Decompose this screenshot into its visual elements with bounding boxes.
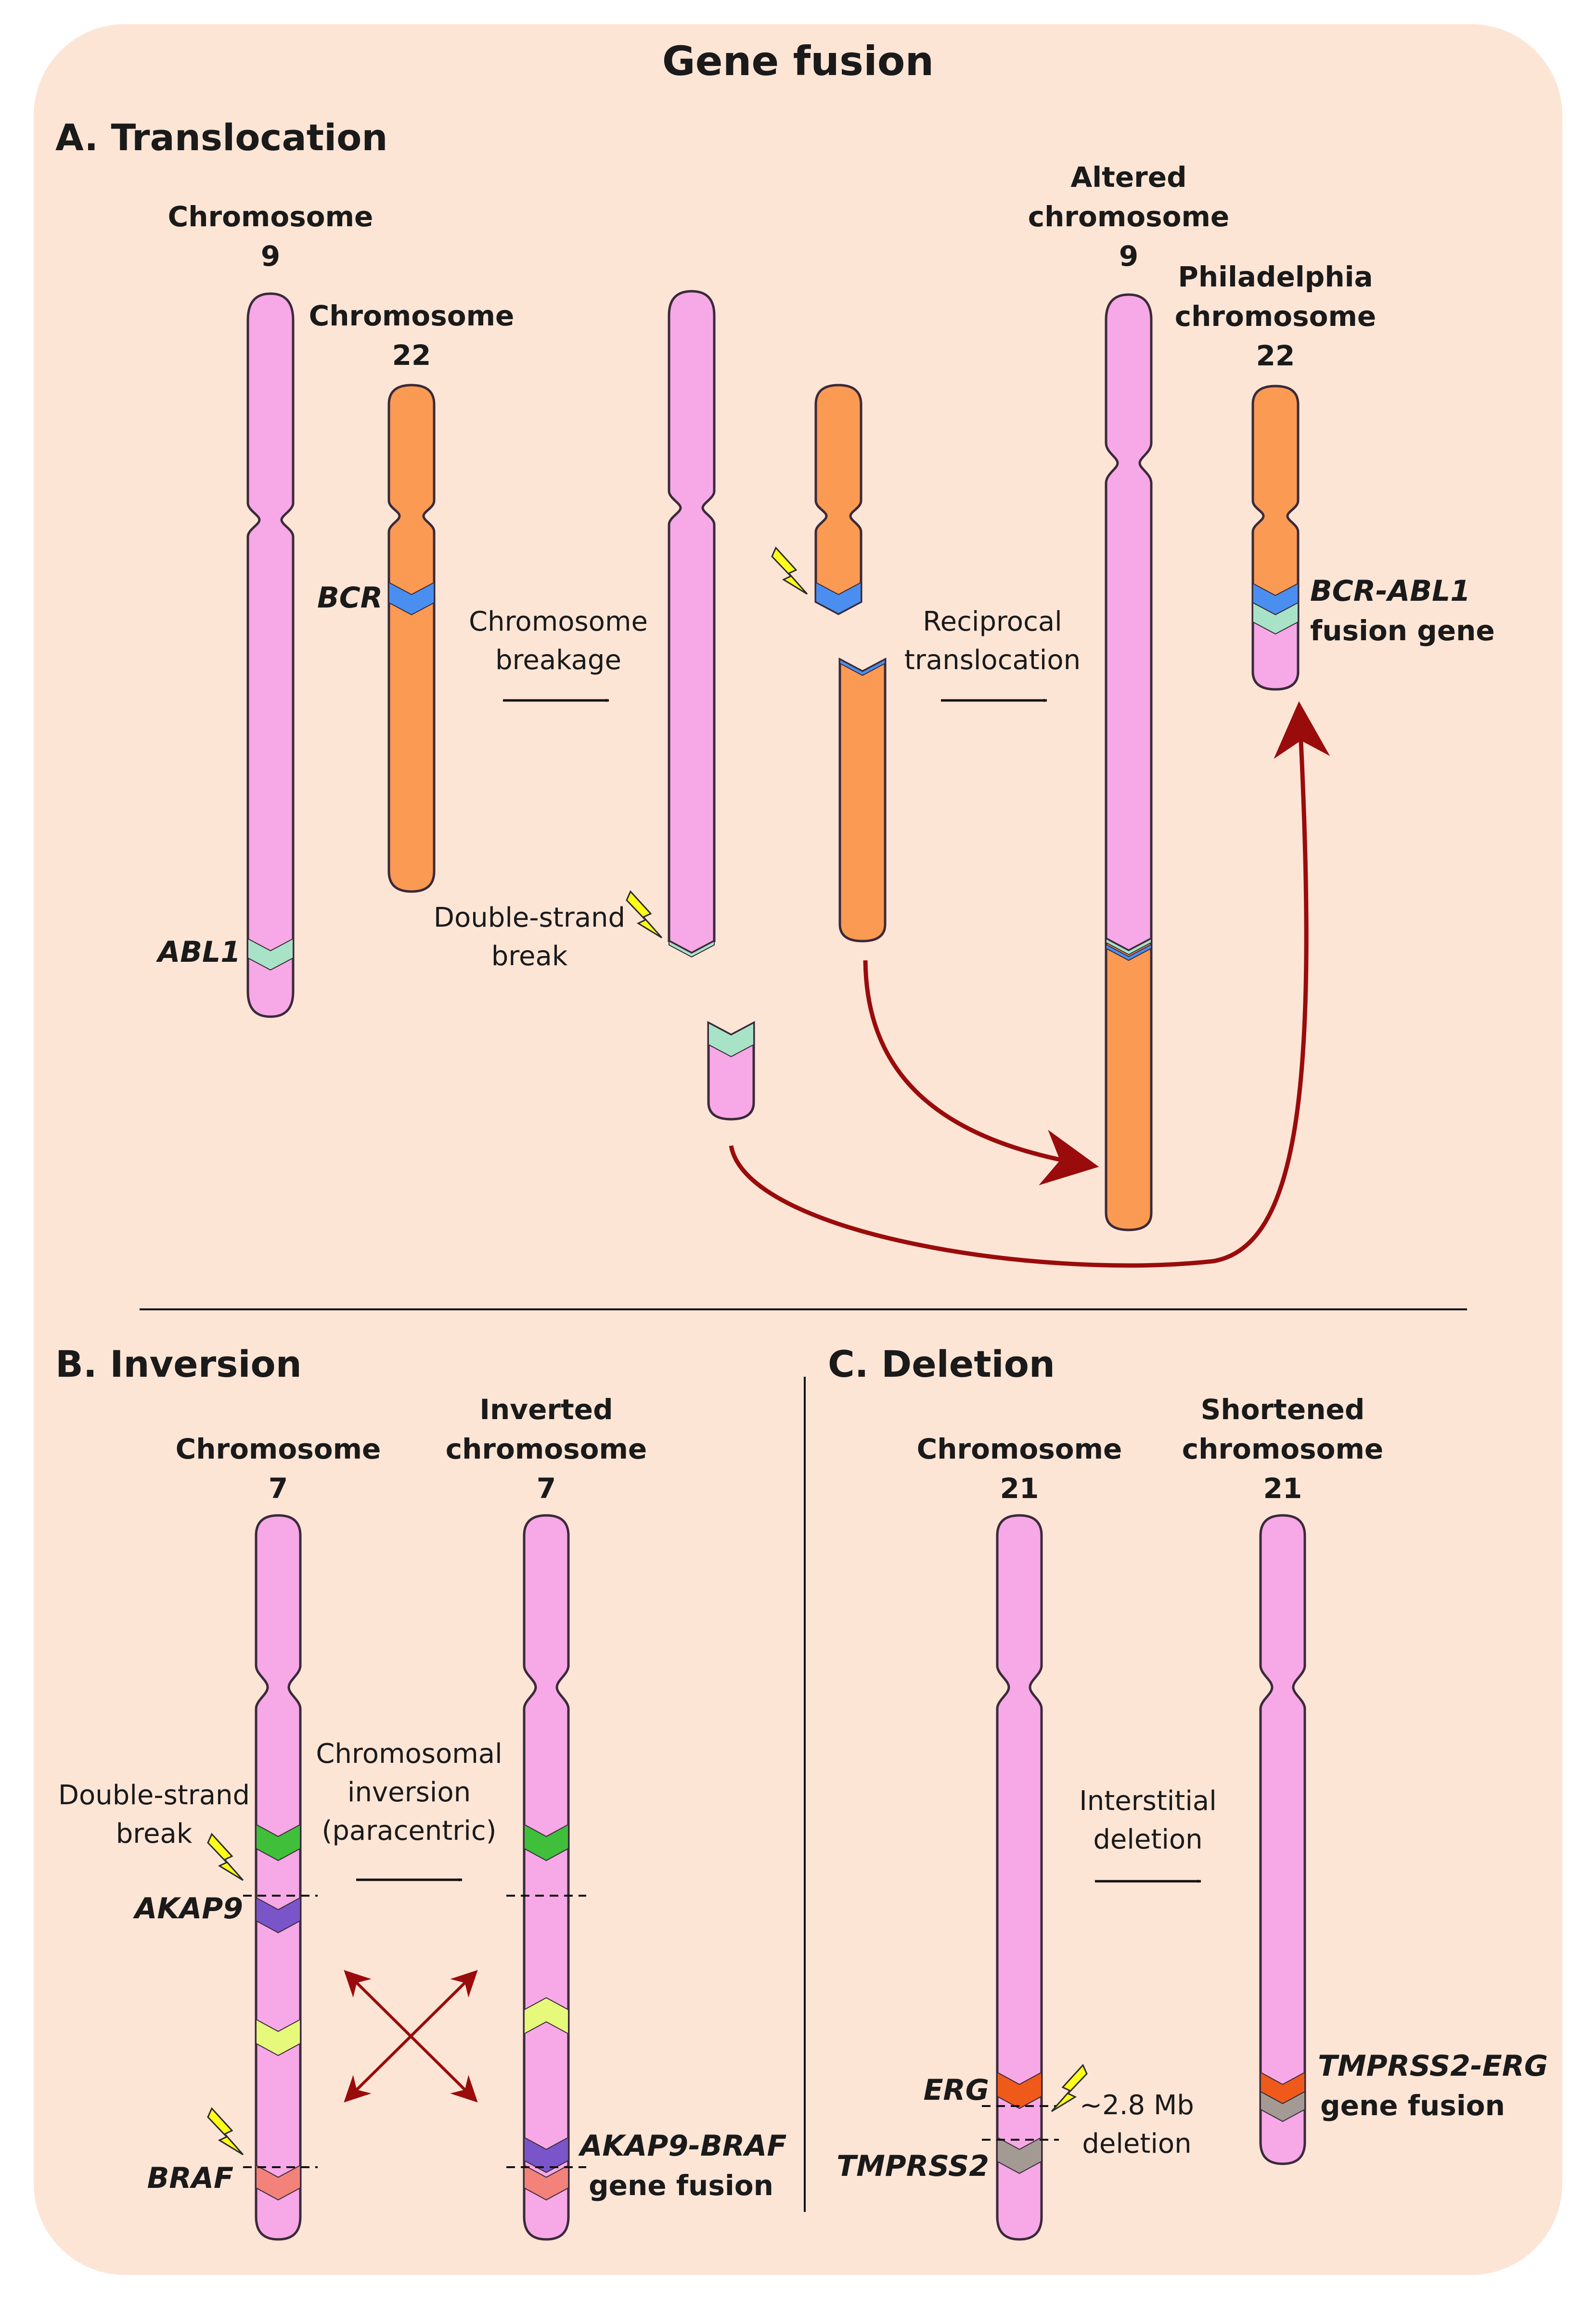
chromosome-7 [243, 1514, 318, 2241]
tmprss2-band [997, 2136, 1042, 2174]
gene-label-abl1: ABL1 [156, 935, 241, 969]
erg-band [997, 2071, 1042, 2109]
lightning-bolt-icon [207, 2107, 244, 2156]
gene-label-bcr: BCR [317, 581, 383, 615]
braf-band [524, 2164, 569, 2201]
chromosome-22 [387, 384, 436, 893]
break-label-inversion-line1: Double-strand [58, 1780, 250, 1811]
deletion-size-line2: deletion [1082, 2128, 1191, 2159]
fusion-label-tmprss2-erg: TMPRSS2-ERG [1318, 2049, 1548, 2083]
section-deletion: C. Deletion Chromosome 21 Shortened chro… [828, 1343, 1548, 2241]
chromosome-9-lower-fragment [707, 1021, 755, 1121]
chromosome-9 [246, 292, 295, 1018]
fusion-label-bcr-abl1-line2: fusion gene [1310, 614, 1495, 647]
step-label-breakage-line2: breakage [495, 645, 621, 676]
shortened21-label-line3: 21 [1263, 1472, 1302, 1505]
akap9-band [256, 1897, 301, 1934]
inverted7-label-line2: chromosome [446, 1433, 647, 1465]
chromosome-22-upper-fragment [814, 384, 862, 615]
altered-chromosome-9 [1105, 293, 1153, 1231]
step-label-deletion-line1: Interstitial [1079, 1785, 1217, 1817]
chromosome-21 [982, 1514, 1059, 2241]
gene-label-erg: ERG [924, 2073, 989, 2107]
curved-arrow-icon [863, 960, 1099, 1186]
chromosome9-label-line1: Chromosome [168, 200, 373, 233]
inverted7-label-line3: 7 [537, 1472, 556, 1505]
chromosome9-label-line2: 9 [261, 240, 280, 272]
section-translocation: A. Translocation Chromosome 9 Chromosome… [55, 116, 1495, 1268]
lightning-bolt-icon [626, 890, 663, 939]
curved-arrow-icon [729, 701, 1330, 1268]
gene-label-tmprss2: TMPRSS2 [837, 2149, 989, 2183]
altered9-label-line1: Altered [1070, 161, 1186, 194]
step-label-inversion-line2: inversion [348, 1777, 471, 1808]
inverted7-label-line1: Inverted [479, 1393, 613, 1426]
shortened21-label-line1: Shortened [1201, 1393, 1365, 1426]
philadelphia-label-line1: Philadelphia [1178, 260, 1373, 293]
tmprss2-band [1260, 2091, 1305, 2122]
chromosome22-label-line2: 22 [392, 339, 431, 372]
section-heading-translocation: A. Translocation [55, 116, 387, 159]
abl1-band [247, 938, 294, 971]
akap9-band [524, 2136, 569, 2173]
section-heading-deletion: C. Deletion [828, 1343, 1055, 1385]
philadelphia-label-line3: 22 [1256, 339, 1295, 372]
step-label-translocation-line1: Reciprocal [923, 606, 1062, 637]
fusion-label-tmprss2-erg-line2: gene fusion [1320, 2089, 1505, 2122]
lightning-bolt-icon [771, 546, 808, 595]
shortened-chromosome-21 [1259, 1514, 1306, 2165]
altered9-label-line2: chromosome [1028, 200, 1230, 233]
bcr-band [388, 582, 435, 616]
altered9-label-line3: 9 [1119, 240, 1138, 272]
philadelphia-label-line2: chromosome [1175, 300, 1377, 333]
break-label-translocation-line2: break [491, 941, 568, 972]
chromosome7-label-line2: 7 [269, 1472, 288, 1505]
figure-title: Gene fusion [662, 38, 934, 85]
abl1-band [1252, 602, 1299, 635]
step-label-translocation-line2: translocation [904, 645, 1081, 676]
chromosome-22-lower-fragment [838, 657, 887, 943]
gene-label-akap9: AKAP9 [133, 1892, 243, 1926]
fusion-label-akap9-braf: AKAP9-BRAF [578, 2129, 786, 2163]
shortened21-label-line2: chromosome [1182, 1433, 1384, 1465]
chromosome21-label-line1: Chromosome [917, 1433, 1122, 1465]
step-label-deletion-line2: deletion [1093, 1824, 1202, 1855]
step-label-inversion-line3: (paracentric) [322, 1815, 497, 1847]
lightning-bolt-icon [1051, 2064, 1088, 2112]
section-inversion: B. Inversion Chromosome 7 Inverted chrom… [55, 1343, 786, 2241]
break-label-translocation-line1: Double-strand [434, 902, 625, 933]
gene-label-braf: BRAF [147, 2161, 233, 2195]
break-label-inversion-line2: break [116, 1818, 193, 1849]
step-label-breakage-line1: Chromosome [469, 606, 648, 637]
fusion-label-akap9-braf-line2: gene fusion [589, 2169, 773, 2202]
lightning-bolt-icon [207, 1833, 244, 1881]
fusion-label-bcr-abl1: BCR-ABL1 [1310, 574, 1470, 608]
step-label-inversion-line1: Chromosomal [316, 1738, 502, 1770]
chromosome-9-upper-fragment [668, 290, 716, 958]
section-heading-inversion: B. Inversion [55, 1343, 302, 1385]
chromosome22-label-line1: Chromosome [309, 299, 515, 332]
inverted-chromosome-7 [506, 1514, 586, 2241]
chromosome21-label-line2: 21 [1000, 1472, 1039, 1505]
double-headed-arrow-icon [344, 1970, 478, 2103]
chromosome7-label-line1: Chromosome [176, 1433, 381, 1465]
philadelphia-chromosome-22 [1251, 385, 1300, 691]
braf-band [256, 2164, 301, 2201]
deletion-size-line1: ~2.8 Mb [1080, 2090, 1194, 2121]
